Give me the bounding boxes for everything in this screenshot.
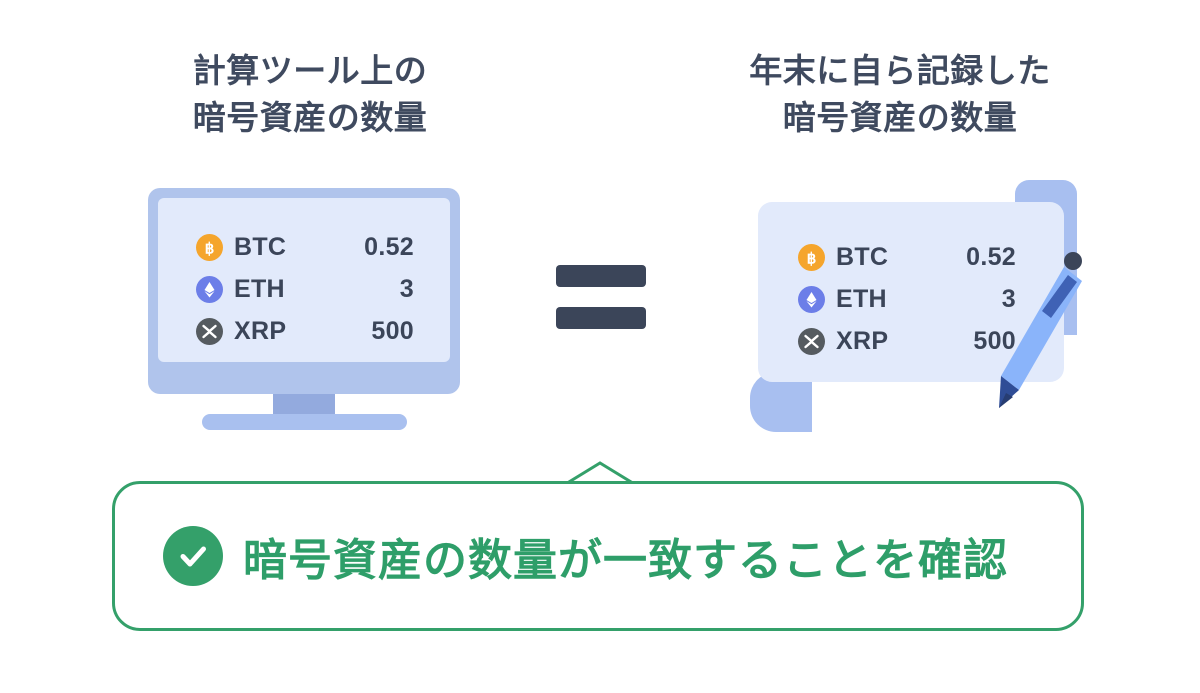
check-circle-icon [163,526,223,586]
holding-symbol: XRP [836,326,889,355]
svg-text:฿: ฿ [807,250,817,267]
holding-row: ฿ BTC 0.52 [196,226,414,268]
holding-row: ETH 3 [196,268,414,310]
confirmation-callout: 暗号資産の数量が一致することを確認 [112,481,1084,631]
bitcoin-icon: ฿ [196,233,223,261]
equals-sign [556,265,646,329]
monitor-stand-neck [273,394,335,416]
holding-amount: 500 [973,326,1016,355]
holding-amount: 0.52 [966,242,1016,271]
xrp-icon [196,317,223,345]
callout-message: 暗号資産の数量が一致することを確認 [243,536,1008,585]
right-column-title: 年末に自ら記録した 暗号資産の数量 [749,52,1051,136]
pen-icon [985,245,1095,425]
holding-symbol: BTC [234,232,287,261]
holding-amount: 3 [1001,284,1016,313]
holding-row: XRP 500 [196,310,414,352]
equals-bar-top [556,265,646,287]
holding-amount: 0.52 [364,232,414,261]
callout-content: 暗号資産の数量が一致することを確認 [115,524,1008,588]
holdings-list-right: ฿ BTC 0.52 ETH 3 XRP [798,236,1016,362]
holding-row: XRP 500 [798,320,1016,362]
holding-row: ETH 3 [798,278,1016,320]
holding-symbol: ETH [234,274,285,303]
paper-scroll-illustration: ฿ BTC 0.52 ETH 3 XRP [750,180,1080,432]
holding-symbol: BTC [836,242,889,271]
monitor-screen: ฿ BTC 0.52 ETH 3 [158,198,450,362]
left-column-title: 計算ツール上の 暗号資産の数量 [192,52,428,136]
holding-row: ฿ BTC 0.52 [798,236,1016,278]
monitor-bezel: ฿ BTC 0.52 ETH 3 [148,188,460,394]
ethereum-icon [798,285,825,313]
holding-amount: 500 [371,316,414,345]
bitcoin-icon: ฿ [798,243,825,271]
holding-symbol: XRP [234,316,287,345]
holding-amount: 3 [399,274,414,303]
holding-symbol: ETH [836,284,887,313]
scroll-curl-bottom [750,372,812,432]
monitor-illustration: ฿ BTC 0.52 ETH 3 [148,188,460,433]
holdings-list-left: ฿ BTC 0.52 ETH 3 [196,226,414,352]
xrp-icon [798,327,825,355]
equals-bar-bottom [556,307,646,329]
monitor-stand-base [202,414,407,430]
ethereum-icon [196,275,223,303]
svg-text:฿: ฿ [205,240,215,257]
